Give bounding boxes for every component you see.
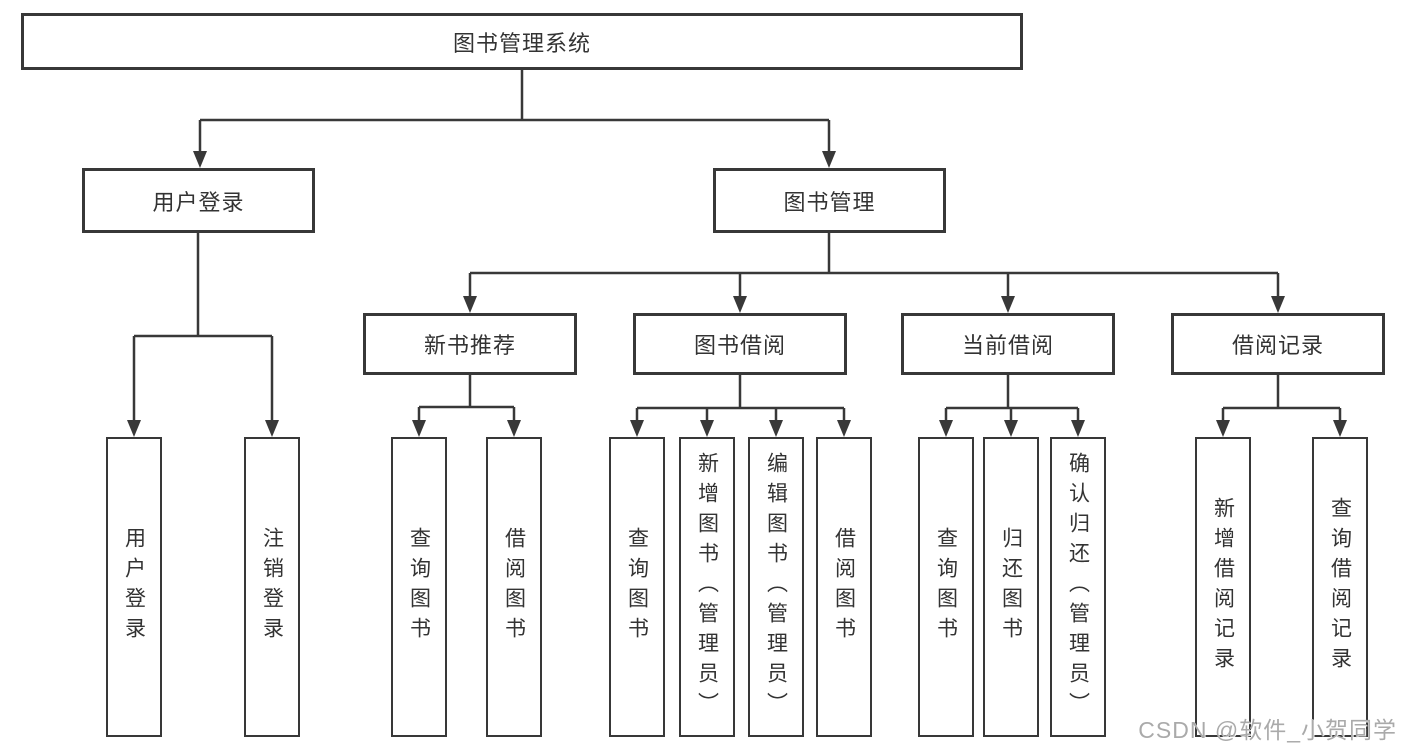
leaf-user-login: 用户登录 [106, 437, 162, 737]
arrowhead-icon [733, 296, 747, 313]
leaf-label: 查询图书 [934, 527, 958, 647]
leaf-current-return-book: 归还图书 [983, 437, 1039, 737]
node-label: 图书管理 [783, 189, 876, 215]
arrowhead-icon [193, 151, 207, 168]
arrowhead-icon [1001, 296, 1015, 313]
arrowhead-icon [1071, 420, 1085, 437]
node-label: 用户登录 [152, 189, 245, 215]
arrowhead-icon [1004, 420, 1018, 437]
leaf-label: 新增图书（管理员） [695, 452, 719, 722]
leaf-borrow-edit-book-admin: 编辑图书（管理员） [748, 437, 804, 737]
branch-book-borrow-to-leaves [630, 374, 851, 437]
arrowhead-icon [1271, 296, 1285, 313]
node-label: 当前借阅 [961, 333, 1054, 358]
leaf-label: 编辑图书（管理员） [764, 452, 788, 722]
arrowhead-icon [1333, 420, 1347, 437]
leaf-current-confirm-return-admin: 确认归还（管理员） [1050, 437, 1106, 737]
node-book-borrow: 图书借阅 [633, 313, 847, 375]
arrowhead-icon [127, 420, 141, 437]
arrowhead-icon [939, 420, 953, 437]
leaf-label: 用户登录 [122, 527, 146, 647]
leaf-borrow-add-book-admin: 新增图书（管理员） [679, 437, 735, 737]
branch-borrow-record-to-leaves [1216, 374, 1347, 437]
arrowhead-icon [265, 420, 279, 437]
arrowhead-icon [630, 420, 644, 437]
node-library-management-system: 图书管理系统 [21, 13, 1023, 70]
leaf-newbook-query-book: 查询图书 [391, 437, 447, 737]
leaf-label: 借阅图书 [832, 527, 856, 647]
node-new-book-recommend: 新书推荐 [363, 313, 577, 375]
branch-root-to-level2 [193, 70, 836, 168]
leaf-label: 新增借阅记录 [1211, 497, 1235, 677]
node-label: 图书借阅 [693, 333, 786, 358]
leaf-label: 确认归还（管理员） [1066, 452, 1090, 722]
leaf-record-query: 查询借阅记录 [1312, 437, 1368, 737]
arrowhead-icon [837, 420, 851, 437]
branch-user-login-to-leaves [127, 232, 279, 437]
leaf-logout: 注销登录 [244, 437, 300, 737]
arrowhead-icon [769, 420, 783, 437]
arrowhead-icon [700, 420, 714, 437]
leaf-record-add: 新增借阅记录 [1195, 437, 1251, 737]
arrowhead-icon [507, 420, 521, 437]
leaf-label: 归还图书 [999, 527, 1023, 647]
leaf-newbook-borrow-book: 借阅图书 [486, 437, 542, 737]
node-current-borrow: 当前借阅 [901, 313, 1115, 375]
node-book-management: 图书管理 [713, 168, 946, 233]
node-user-login: 用户登录 [82, 168, 315, 233]
arrowhead-icon [412, 420, 426, 437]
csdn-watermark: CSDN @软件_小贺同学 [1138, 717, 1397, 743]
branch-new-book-to-leaves [412, 374, 521, 437]
arrowhead-icon [1216, 420, 1230, 437]
leaf-label: 查询图书 [625, 527, 649, 647]
arrowhead-icon [463, 296, 477, 313]
leaf-label: 注销登录 [260, 527, 284, 647]
branch-current-borrow-to-leaves [939, 374, 1085, 437]
node-borrow-record: 借阅记录 [1171, 313, 1385, 375]
leaf-current-query-book: 查询图书 [918, 437, 974, 737]
node-label: 借阅记录 [1231, 333, 1324, 358]
branch-book-management-to-level3 [463, 232, 1285, 313]
leaf-label: 借阅图书 [502, 527, 526, 647]
arrowhead-icon [822, 151, 836, 168]
leaf-borrow-query-book: 查询图书 [609, 437, 665, 737]
leaf-label: 查询借阅记录 [1328, 497, 1352, 677]
leaf-label: 查询图书 [407, 527, 431, 647]
node-label: 新书推荐 [423, 333, 516, 358]
node-label: 图书管理系统 [452, 30, 591, 56]
leaf-borrow-borrow-book: 借阅图书 [816, 437, 872, 737]
